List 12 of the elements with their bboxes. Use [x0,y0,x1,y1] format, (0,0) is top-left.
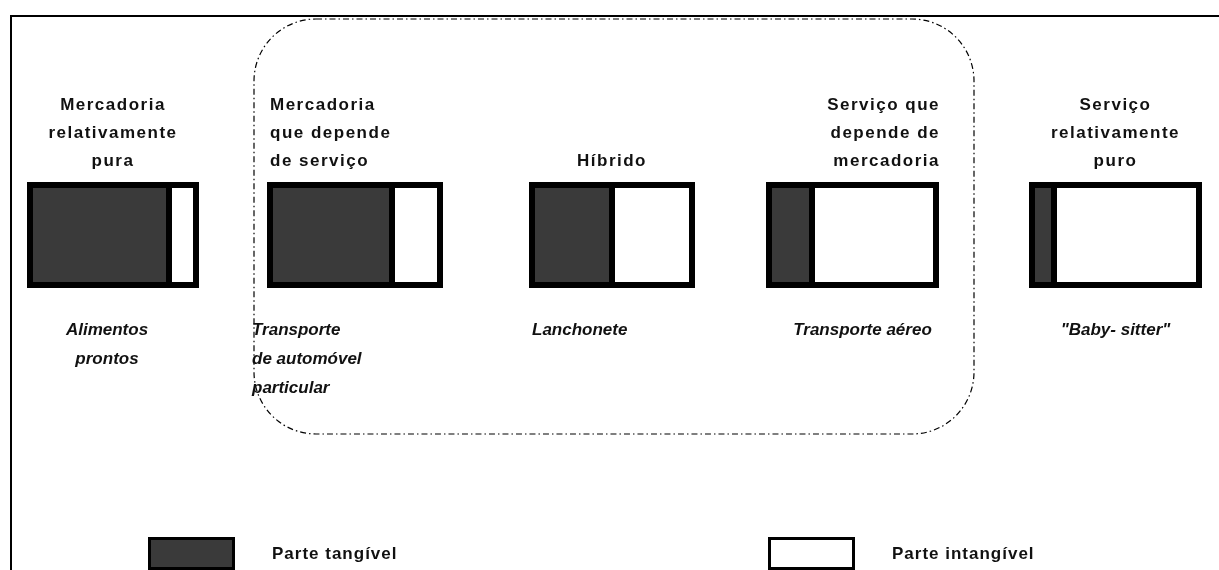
category-heading: Mercadoria relativamente pura [47,94,179,172]
category-heading: Híbrido [577,150,647,172]
example-label: Alimentos prontos [64,319,150,370]
example-label: "Baby- sitter" [1060,319,1171,341]
example-label: Transporte de automóvel particular [252,319,363,399]
category-heading: Serviço relativamente puro [1049,94,1182,172]
category-heading: Mercadoria que depende de serviço [270,94,393,172]
legend-label: Parte tangível [272,544,398,564]
legend-label: Parte intangível [892,544,1035,564]
example-label: Transporte aéreo [793,319,932,341]
category-heading: Serviço que depende de mercadoria [826,94,940,172]
example-label: Lanchonete [532,319,628,341]
